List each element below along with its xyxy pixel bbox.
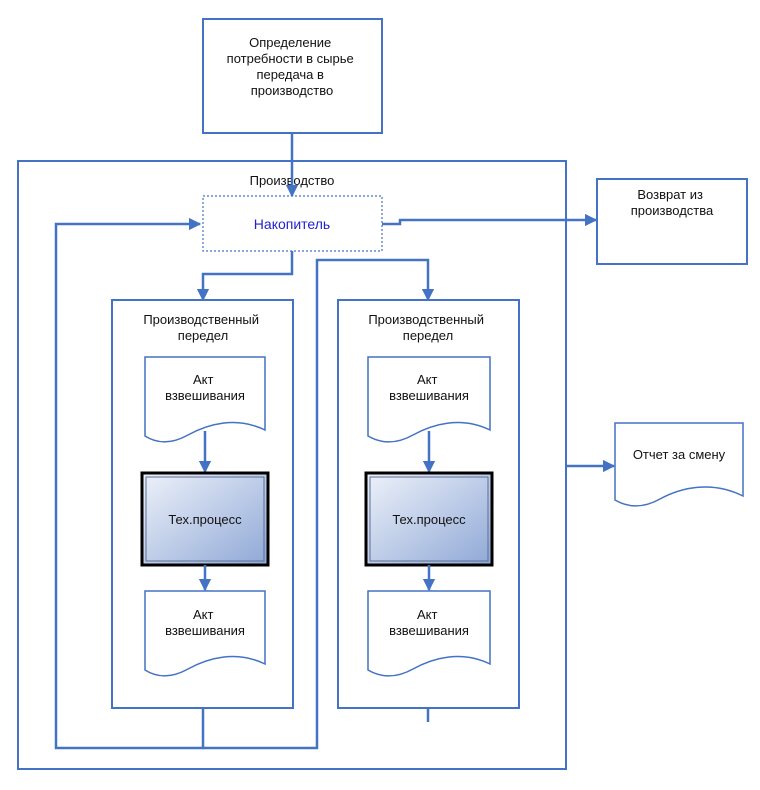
return-label: Возврат из производства [631,187,714,218]
requirement-box: Определение потребности в сырье передача… [202,18,383,134]
loop-join-line [203,745,319,750]
area-2-act-out: Акт взвешивания [367,590,491,677]
area-2-title: Производственный передел [368,312,487,343]
svg-text:Акт взвешивания: Акт взвешивания [389,372,469,403]
area-2-process: Тех.процесс [364,471,494,567]
return-box: Возврат из производства [596,178,748,265]
area-1-process: Тех.процесс [140,471,270,567]
production-area-1: Производственный передел Акт взвешивания… [111,299,294,709]
svg-text:Акт взвешивания: Акт взвешивания [165,607,245,638]
shift-report-document: Отчет за смену [614,422,744,507]
requirement-label: Определение потребности в сырье передача… [227,35,358,98]
svg-text:Тех.процесс: Тех.процесс [392,512,466,527]
arrow-accumulator-to-return [382,213,598,227]
area-1-act-out: Акт взвешивания [144,590,266,677]
accumulator-label: Накопитель [254,216,330,232]
accumulator-box: Накопитель [202,195,383,252]
svg-text:Акт взвешивания: Акт взвешивания [165,372,245,403]
area-2-act-in: Акт взвешивания [367,356,491,443]
production-area-2: Производственный передел Акт взвешивания… [337,299,520,709]
arrow-to-area-2 [315,258,435,745]
shift-report-label: Отчет за смену [633,447,726,462]
area-1-act-in: Акт взвешивания [144,356,266,443]
arrow-accumulator-to-area-1 [196,251,294,302]
arrow-loop-to-accumulator [54,217,205,750]
svg-text:Тех.процесс: Тех.процесс [168,512,242,527]
svg-text:Акт взвешивания: Акт взвешивания [389,607,469,638]
area-1-title: Производственный передел [143,312,262,343]
